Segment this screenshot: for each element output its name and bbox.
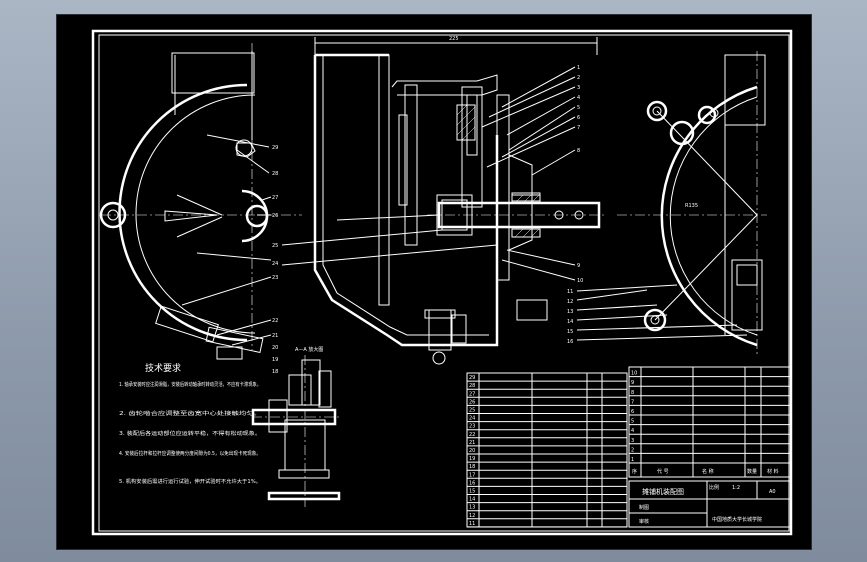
part-number: 26: [469, 399, 475, 405]
school-name: 中国地质大学长城学院: [712, 516, 762, 523]
hatch-regions: [456, 104, 541, 238]
tech-req-4: 4. 安装后拉杆和拉杆应调整使两分度间隙为0.5，以免出现卡死现象。: [119, 450, 261, 457]
leader-labels-far-right: 11 12 13 14 15 16: [567, 289, 573, 345]
part-number: 27: [469, 391, 475, 397]
part-number: 29: [469, 375, 475, 381]
leader-28: 28: [272, 171, 278, 177]
leader-23: 23: [272, 275, 278, 281]
part-number: 9: [631, 380, 634, 386]
header-col-3: 数量: [747, 468, 757, 475]
leader-8: 8: [577, 148, 580, 154]
part-number: 22: [469, 432, 475, 438]
leader-27: 27: [272, 195, 278, 201]
leader-21: 21: [272, 333, 278, 339]
scale-label: 比例: [709, 484, 719, 491]
header-col-0: 序: [632, 468, 637, 475]
cad-viewport[interactable]: 225: [56, 14, 812, 550]
designer-label: 制图: [639, 504, 649, 511]
part-number: 10: [631, 371, 637, 377]
scale-value: 1:2: [732, 485, 740, 491]
part-number: 13: [469, 505, 475, 511]
part-number: 4: [631, 428, 634, 434]
part-number: 21: [469, 440, 475, 446]
tech-req-1: 1. 轴承安装时应注润滑脂，安装后转动轴承时转动灵活，不应有卡滞现象。: [119, 381, 261, 388]
checker-label: 审核: [639, 518, 649, 525]
top-dimension: 225: [449, 36, 459, 42]
part-number: 8: [631, 390, 634, 396]
part-number: 25: [469, 408, 475, 414]
title-block: 摊铺机装配图 比例 1:2 A0 制图 审核 中国地质大学长城学院: [628, 480, 792, 528]
leader-26: 26: [272, 213, 278, 219]
header-col-1: 代 号: [657, 468, 669, 475]
part-number: 14: [469, 497, 475, 503]
leader-24: 24: [272, 261, 278, 267]
outer-frame: [91, 29, 793, 536]
assembly-drawing: 225: [91, 29, 793, 536]
left-side-view: [99, 43, 302, 360]
part-number: 15: [469, 489, 475, 495]
arc-radius-label: R135: [685, 203, 698, 209]
part-number: 3: [631, 438, 634, 444]
section-label: A—A 放大图: [295, 346, 323, 353]
leader-9: 9: [577, 263, 580, 269]
part-number: 1: [631, 457, 634, 463]
part-number: 5: [631, 419, 634, 425]
leader-labels-right: 1 2 3 4 5 6 7 8 9 10: [577, 65, 583, 284]
part-number: 6: [631, 409, 634, 415]
leader-3: 3: [577, 85, 580, 91]
part-number: 16: [469, 480, 475, 486]
part-number: 19: [469, 456, 475, 462]
tech-req-5: 5. 机构安装后需进行运行试验，伸开试验时不允许大于1%。: [119, 478, 261, 485]
main-section-view: 225: [281, 36, 605, 365]
leader-10: 10: [577, 278, 583, 284]
leader-19: 19: [272, 357, 278, 363]
leader-r14: 14: [567, 319, 573, 325]
part-number: 7: [631, 399, 634, 405]
header-col-2: 名 称: [702, 468, 714, 475]
leader-4: 4: [577, 95, 580, 101]
part-number: 23: [469, 424, 475, 430]
part-number: 18: [469, 464, 475, 470]
page-value: A0: [769, 489, 776, 495]
leader-r11: 11: [567, 289, 573, 295]
parts-list-left: 29 28 27 26 25 24 23 22 21 20 19 18 17 16 15 14 13 12 11: [466, 372, 628, 528]
tech-req-3: 3. 装配后各运动部位应运转平稳，不得有松动现象。: [119, 430, 261, 437]
leader-2: 2: [577, 75, 580, 81]
leader-labels-left-bottom: 23 22 21 20 19 18: [272, 275, 278, 375]
leader-5: 5: [577, 105, 580, 111]
part-number: 11: [469, 521, 475, 527]
leader-22: 22: [272, 318, 278, 324]
tech-req-title: 技术要求: [145, 362, 181, 374]
drawing-name: 摊铺机装配图: [642, 487, 684, 496]
leader-6: 6: [577, 115, 580, 121]
part-number: 17: [469, 472, 475, 478]
leader-25: 25: [272, 243, 278, 249]
leader-r12: 12: [567, 299, 573, 305]
detail-view-aa: A—A 放大图: [251, 346, 342, 507]
leader-18: 18: [272, 369, 278, 375]
part-number: 28: [469, 383, 475, 389]
part-number: 12: [469, 513, 475, 519]
part-number: 20: [469, 448, 475, 454]
tech-requirements: 技术要求 1. 轴承安装时应注润滑脂，安装后转动轴承时转动灵活，不应有卡滞现象。…: [119, 362, 261, 485]
tech-req-2: 2. 齿轮啮合应调整至齿宽中心处接触均匀。: [119, 410, 261, 417]
parts-list-right: 10 9 8 7 6 5 4 3 2 1 序 代 号 名 称 数量 材 料: [628, 366, 792, 478]
part-number: 2: [631, 447, 634, 453]
leader-r16: 16: [567, 339, 573, 345]
leader-7: 7: [577, 125, 580, 131]
leader-29: 29: [272, 145, 278, 151]
part-number: 24: [469, 416, 475, 422]
inner-frame: [98, 34, 790, 532]
leader-1: 1: [577, 65, 580, 71]
header-col-4: 材 料: [767, 468, 779, 475]
leader-r15: 15: [567, 329, 573, 335]
leader-20: 20: [272, 345, 278, 351]
right-side-view: R135: [576, 51, 767, 355]
leader-labels-left-top: 29 28 27 26 25 24: [272, 145, 278, 267]
leader-r13: 13: [567, 309, 573, 315]
